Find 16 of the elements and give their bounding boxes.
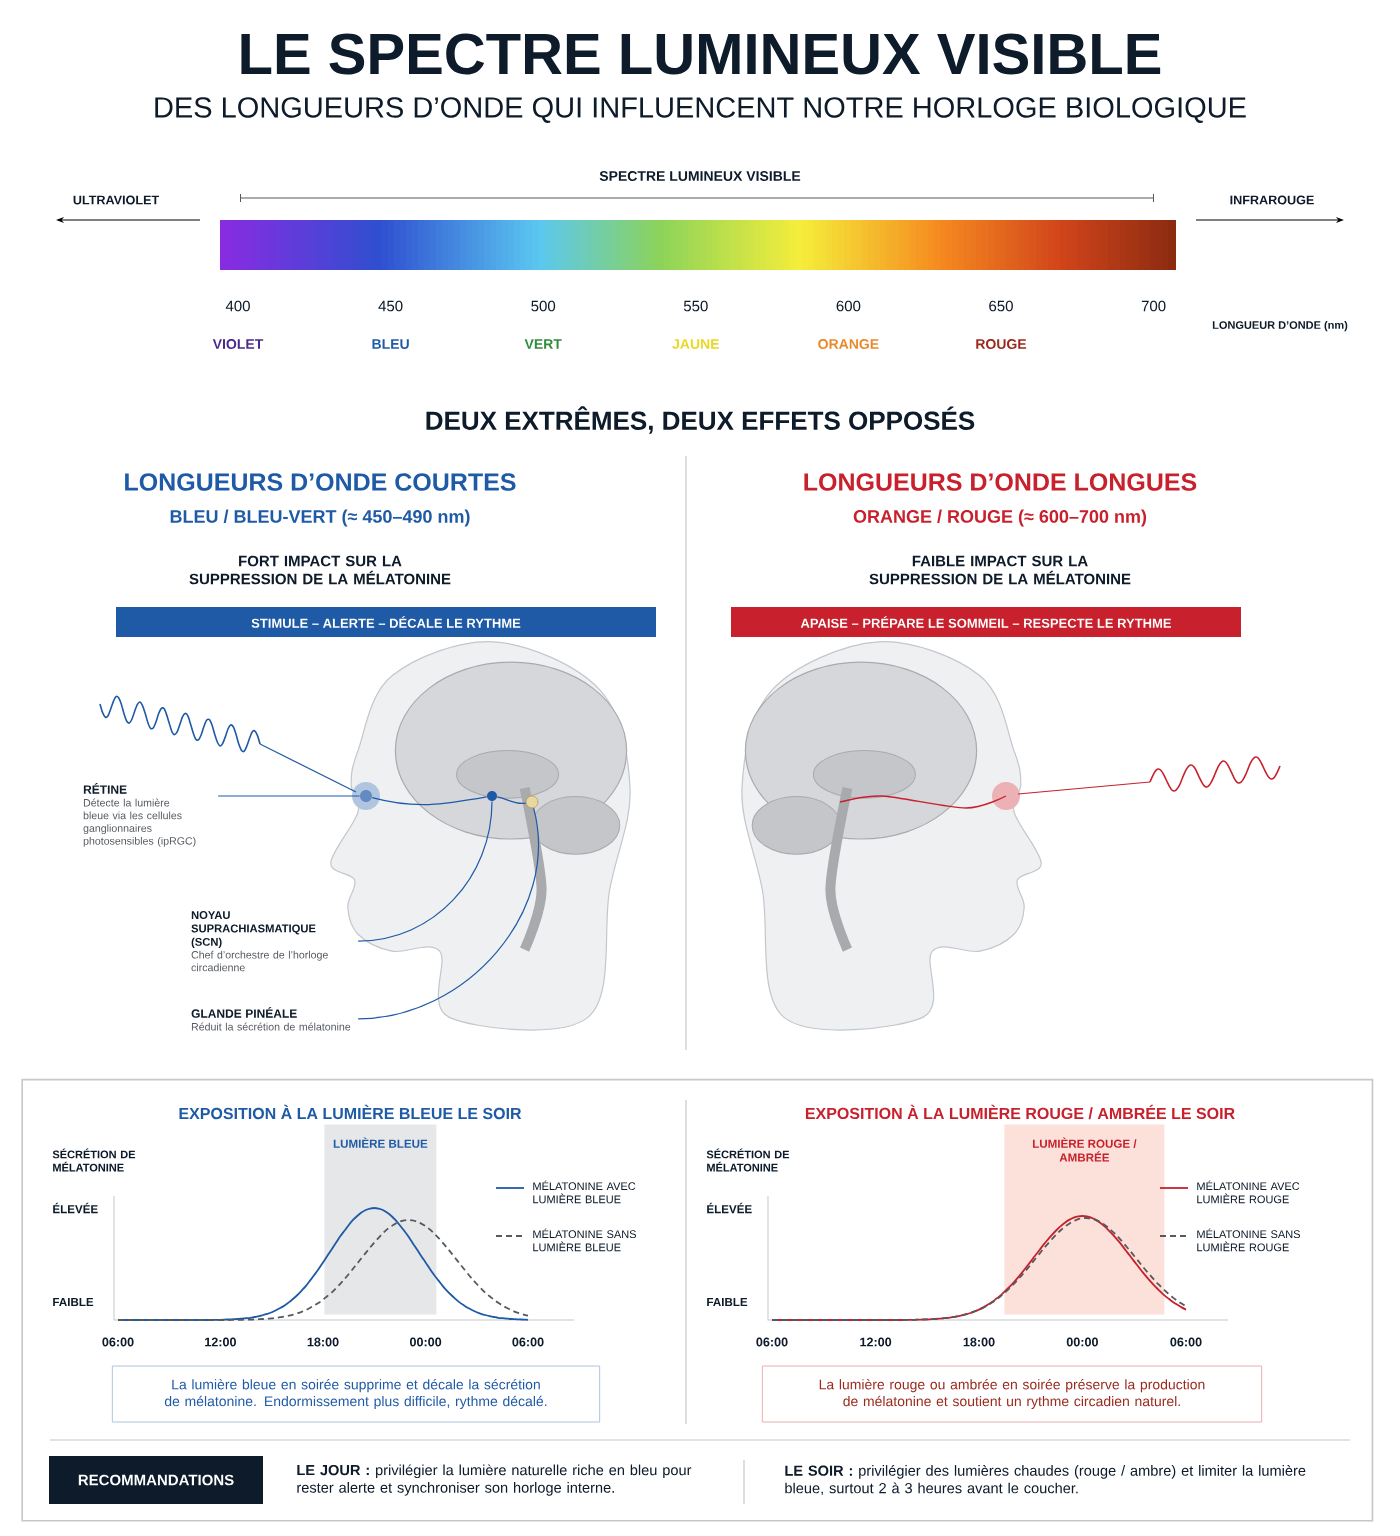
subtitle: DES LONGUEURS D’ONDE QUI INFLUENCENT NOTRE HORLOGE BIOLOGIQUE [155, 97, 1246, 123]
scn-point [487, 791, 497, 801]
leader-line [357, 800, 493, 942]
eye-point [360, 790, 372, 802]
title: LE SPECTRE LUMINEUX VISIBLE [241, 33, 1161, 75]
nerve-path [371, 796, 488, 806]
wavelength-range: ORANGE / ROUGE (≈ 600–700 nm) [853, 509, 1147, 527]
pineal-gland [525, 795, 539, 809]
panel-frame [21, 1078, 1374, 1522]
column-heading: LONGUEURS D’ONDE COURTES [125, 473, 516, 491]
nerve-path [496, 796, 527, 805]
section-heading: DEUX EXTRÊMES, DEUX EFFETS OPPOSÉS [426, 406, 975, 434]
wavelength-range: BLEU / BLEU-VERT (≈ 450–490 nm) [170, 509, 470, 527]
column-heading: LONGUEURS D’ONDE LONGUES [804, 473, 1197, 491]
leader-line [217, 795, 361, 797]
leader-line [357, 807, 539, 1020]
